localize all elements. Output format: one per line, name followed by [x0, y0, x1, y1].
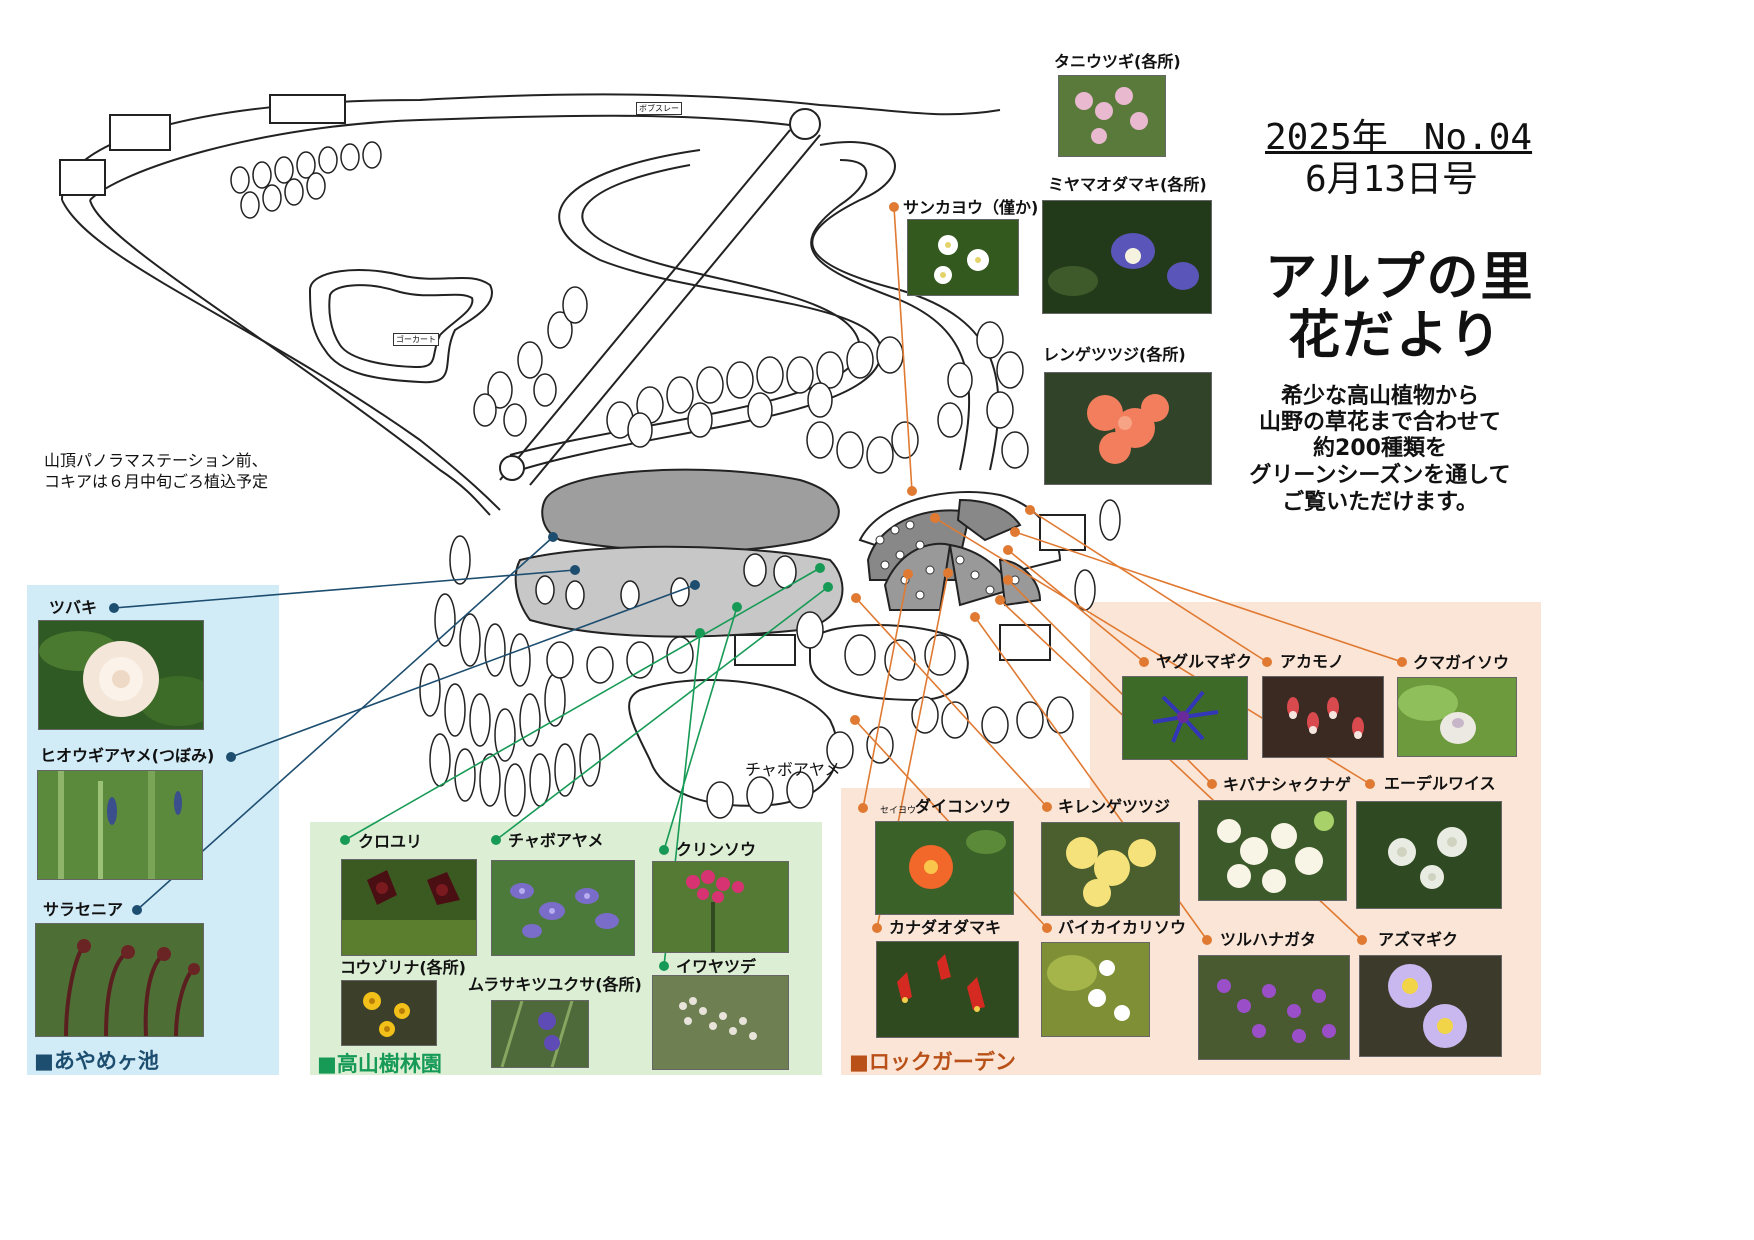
- zone-title-kouzan: ■高山樹林園: [317, 1052, 442, 1076]
- photo-edelweiss: [1356, 801, 1502, 909]
- photo-hiougi: [37, 770, 203, 880]
- photo-chaboayame: [491, 860, 635, 956]
- map-label-chabo: チャボアヤメ: [745, 760, 841, 779]
- label-azumagiku: アズマギク: [1378, 930, 1459, 949]
- label-kirengetsutsuji: キレンゲツツジ: [1058, 797, 1171, 816]
- issue-date: 6月13日号: [1305, 159, 1479, 200]
- label-sarasenia: サラセニア: [43, 900, 124, 919]
- photo-tsubaki: [38, 620, 204, 730]
- photo-baikaikarisou: [1041, 942, 1150, 1037]
- label-daikonsou: ダイコンソウ: [915, 797, 1012, 816]
- label-kuroyuri: クロユリ: [358, 832, 423, 851]
- label-chaboayame: チャボアヤメ: [508, 831, 604, 850]
- label-taniutsugi: タニウツギ(各所): [1054, 52, 1181, 71]
- photo-miyamaodamaki: [1042, 200, 1212, 314]
- photo-azumagiku: [1359, 955, 1502, 1057]
- photo-tsuruhanagata: [1198, 955, 1350, 1060]
- description-line3: 約200種類を: [1313, 436, 1447, 461]
- photo-akamono: [1262, 676, 1384, 758]
- label-kibanashakunage: キバナシャクナゲ: [1223, 775, 1352, 794]
- zone-title-ayame: ■あやめヶ池: [34, 1049, 159, 1073]
- label-kouzorina: コウゾリナ(各所): [340, 958, 466, 977]
- sign-bobsleigh: ボブスレー: [636, 102, 682, 115]
- description-line5: ご覧いただけます。: [1282, 490, 1478, 515]
- label-akamono: アカモノ: [1280, 652, 1345, 671]
- label-tsubaki: ツバキ: [49, 598, 98, 617]
- photo-kuroyuri: [341, 859, 477, 956]
- label-kumagaisou: クマガイソウ: [1413, 653, 1510, 672]
- label-miyamaodamaki: ミヤマオダマキ(各所): [1048, 175, 1207, 194]
- photo-sarasenia: [35, 923, 204, 1037]
- map-note-line1: 山頂パノラマステーション前、: [44, 451, 268, 470]
- label-sankayou: サンカヨウ（僅か): [903, 198, 1039, 217]
- label-kurinsou: クリンソウ: [676, 840, 757, 859]
- label-yagurumagiku: ヤグルマギク: [1156, 652, 1253, 671]
- photo-kouzorina: [341, 980, 437, 1046]
- description-line2: 山野の草花まで合わせて: [1258, 410, 1501, 435]
- newsletter-title-line1: アルプの里: [1265, 248, 1535, 308]
- photo-iwayatsude: [652, 975, 789, 1070]
- label-rengetsutsuji: レンゲツツジ(各所): [1043, 345, 1186, 364]
- photo-taniutsugi: [1058, 75, 1166, 157]
- label-edelweiss: エーデルワイス: [1384, 774, 1496, 793]
- photo-yagurumagiku: [1122, 676, 1248, 760]
- sign-gokart: ゴーカート: [393, 333, 439, 346]
- newsletter-title-line2: 花だより: [1288, 306, 1503, 366]
- photo-kirengetsutsuji: [1041, 822, 1180, 916]
- label-murasaki: ムラサキツユクサ(各所): [468, 975, 642, 994]
- photo-sankayou: [907, 219, 1019, 296]
- label-hiougi: ヒオウギアヤメ(つぼみ): [40, 746, 215, 765]
- label-tsuruhanagata: ツルハナガタ: [1220, 930, 1317, 949]
- photo-kumagaisou: [1397, 677, 1517, 757]
- label-iwayatsude: イワヤツデ: [676, 957, 757, 976]
- label-daikonsou-ruby: セイヨウ: [880, 806, 917, 816]
- photo-murasaki: [491, 1000, 589, 1068]
- label-kanadaodamaki: カナダオダマキ: [889, 918, 1002, 937]
- map-note-line2: コキアは６月中旬ごろ植込予定: [44, 472, 269, 491]
- description-line1: 希少な高山植物から: [1280, 384, 1479, 409]
- photo-kanadaodamaki: [876, 941, 1019, 1038]
- label-baikaikarisou: バイカイカリソウ: [1058, 918, 1187, 937]
- issue-number: 2025年 No.04: [1265, 117, 1533, 158]
- description-line4: グリーンシーズンを通して: [1249, 463, 1511, 488]
- photo-daikonsou: [875, 821, 1014, 915]
- zone-title-rock: ■ロックガーデン: [849, 1050, 1016, 1074]
- photo-rengetsutsuji: [1044, 372, 1212, 485]
- photo-kurinsou: [652, 861, 789, 953]
- photo-kibanashakunage: [1198, 800, 1347, 901]
